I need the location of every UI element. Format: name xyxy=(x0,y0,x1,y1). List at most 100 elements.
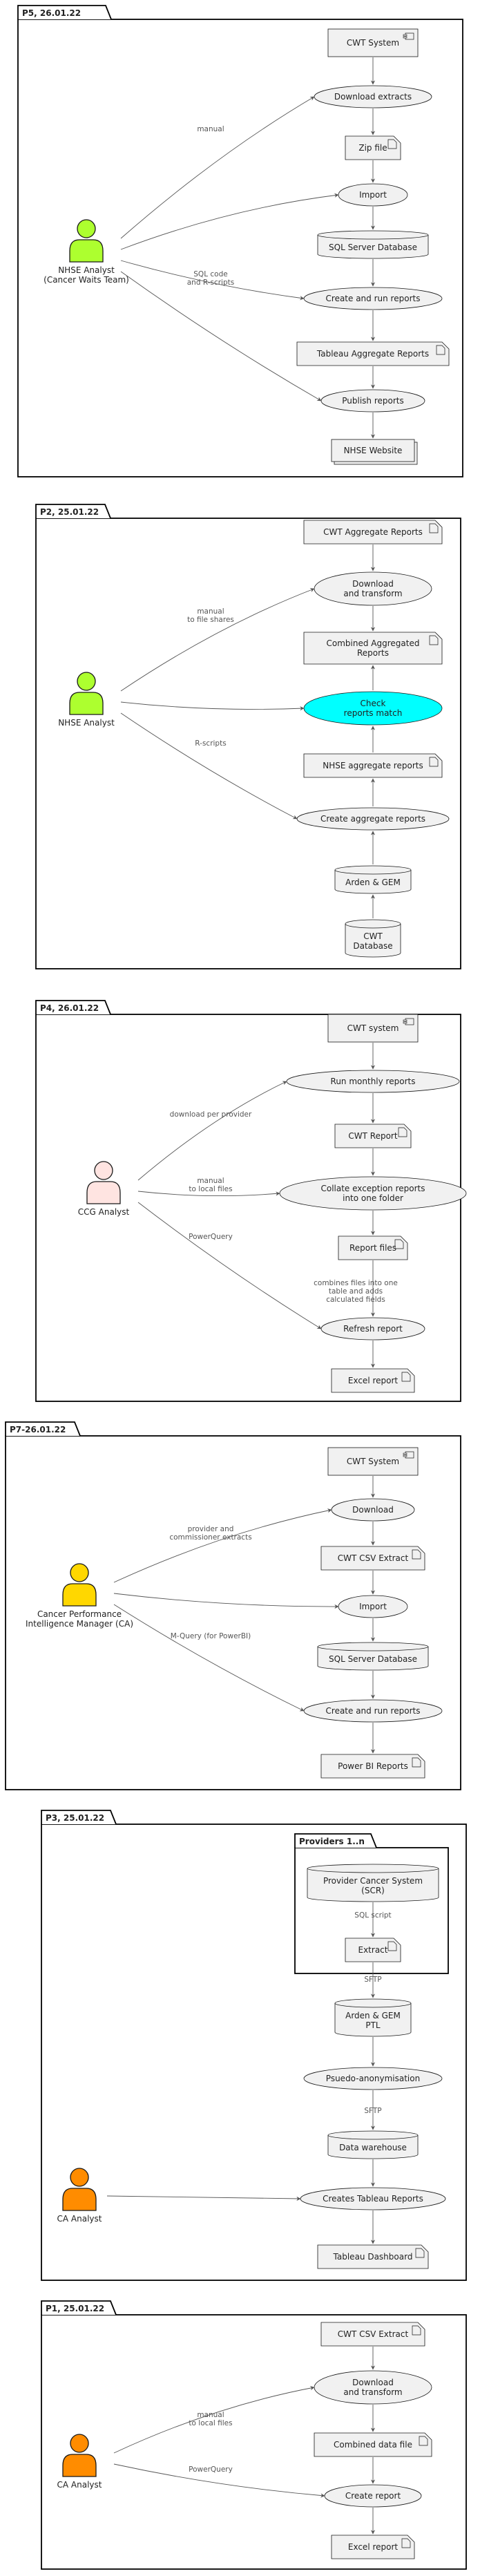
node-label: reports match xyxy=(344,708,403,718)
artifact-icon xyxy=(398,1127,407,1137)
artifact-box xyxy=(320,2322,425,2347)
artifact-icon xyxy=(419,2436,428,2446)
actor-head xyxy=(94,1161,113,1180)
database-rim xyxy=(327,2134,419,2140)
node-label: Arden & GEM xyxy=(345,2011,401,2020)
node-label: Creates Tableau Reports xyxy=(323,2194,423,2204)
artifact-icon xyxy=(429,757,439,767)
artifact-box xyxy=(331,1368,415,1393)
node-label: Provider Cancer System xyxy=(323,1876,423,1886)
node-label: CWT System xyxy=(347,1457,399,1466)
edge-label: R-scripts xyxy=(195,739,226,748)
actor-label: (Cancer Waits Team) xyxy=(44,275,129,285)
artifact-icon xyxy=(394,1239,404,1249)
package-tab xyxy=(35,504,111,519)
node-label: Combined Aggregated xyxy=(327,638,420,648)
node-label: Excel report xyxy=(348,1376,399,1385)
package-title: P5, 26.01.22 xyxy=(22,8,81,18)
node-label: and transform xyxy=(343,2387,402,2397)
node-label: Collate exception reports xyxy=(320,1184,425,1193)
actor-edge xyxy=(113,2463,325,2498)
actor-edge xyxy=(120,712,298,820)
node-label: CWT Aggregate Reports xyxy=(323,527,423,537)
edge-label: PowerQuery xyxy=(189,1233,233,1241)
edge-label: SQL code xyxy=(193,270,227,278)
component-icon xyxy=(405,1451,414,1459)
database-rim xyxy=(345,923,401,929)
node-label: Download xyxy=(352,2378,394,2387)
node-label: Arden & GEM xyxy=(345,878,401,887)
node-label: SQL Server Database xyxy=(329,243,417,252)
artifact-box xyxy=(320,1546,425,1571)
artifact-icon xyxy=(436,345,445,355)
database-cylinder xyxy=(345,919,401,958)
component-icon xyxy=(405,32,414,40)
artifact-box xyxy=(303,520,443,544)
actor-edge xyxy=(106,2195,301,2201)
actor-edge xyxy=(120,96,315,239)
artifact-icon xyxy=(387,139,397,149)
node-label: Power BI Reports xyxy=(338,1761,408,1771)
node-label: Download xyxy=(352,1505,394,1515)
note-label: table and adds xyxy=(329,1287,383,1296)
edge-label: and R-scripts xyxy=(187,278,234,287)
edge-label: manual xyxy=(197,1177,224,1185)
database-rim xyxy=(307,1868,439,1873)
node-label: PTL xyxy=(365,2020,381,2030)
actor-edge xyxy=(137,1081,287,1181)
node-label: Data warehouse xyxy=(339,2143,407,2152)
artifact-box xyxy=(320,1754,425,1779)
node-label: SQL Server Database xyxy=(329,1654,417,1664)
artifact-icon xyxy=(412,1549,421,1560)
node-label: CWT system xyxy=(347,1023,399,1033)
edge-label: M-Query (for PowerBI) xyxy=(171,1632,251,1640)
actor-body xyxy=(62,1583,97,1607)
actor-edge xyxy=(120,193,339,250)
node-label: Database xyxy=(353,941,392,951)
node-label: Report files xyxy=(349,1243,396,1253)
node-label: CWT CSV Extract xyxy=(338,2329,409,2339)
artifact-icon xyxy=(429,635,439,645)
package-frame xyxy=(41,1824,467,2281)
actor-edge xyxy=(113,1508,332,1583)
component-icon-tab xyxy=(403,1019,407,1022)
node-label: Import xyxy=(359,1602,387,1611)
artifact-icon xyxy=(412,2325,421,2336)
artifact-icon xyxy=(401,1372,411,1382)
component-icon-tab xyxy=(403,36,407,39)
node-label: CWT xyxy=(363,931,383,941)
component-box xyxy=(327,28,419,57)
node-label: CWT Report xyxy=(348,1131,397,1141)
actor-edge xyxy=(137,1202,322,1329)
node-label: Tableau Aggregate Reports xyxy=(316,349,429,359)
node-label: Download xyxy=(352,579,394,589)
actor-head xyxy=(70,2168,89,2187)
artifact-box xyxy=(338,1235,408,1260)
package-tab xyxy=(41,2300,117,2315)
node-label: Reports xyxy=(357,648,389,658)
node-label: NHSE Website xyxy=(344,446,403,455)
package-frame xyxy=(35,1014,461,1402)
artifact-box xyxy=(303,632,443,665)
subpackage-title: Providers 1..n xyxy=(299,1837,365,1846)
node-label: Import xyxy=(359,190,387,200)
actor-head xyxy=(77,219,96,238)
package-frame xyxy=(17,19,463,477)
edge-label: commissioner extracts xyxy=(169,1533,251,1542)
actor-body xyxy=(62,2454,97,2477)
package-frame xyxy=(41,2314,467,2570)
component-icon-tab xyxy=(403,1452,407,1455)
package-title: P7-26.01.22 xyxy=(10,1425,66,1434)
node-label: Excel report xyxy=(348,2542,399,2552)
artifact-icon xyxy=(401,2538,411,2548)
artifact-box xyxy=(317,2244,429,2269)
collections-box xyxy=(331,439,415,462)
actor-edge xyxy=(120,588,315,692)
node-label: Psuedo-anonymisation xyxy=(326,2074,420,2083)
node-label: Check xyxy=(361,699,386,708)
actor-body xyxy=(86,1181,121,1204)
